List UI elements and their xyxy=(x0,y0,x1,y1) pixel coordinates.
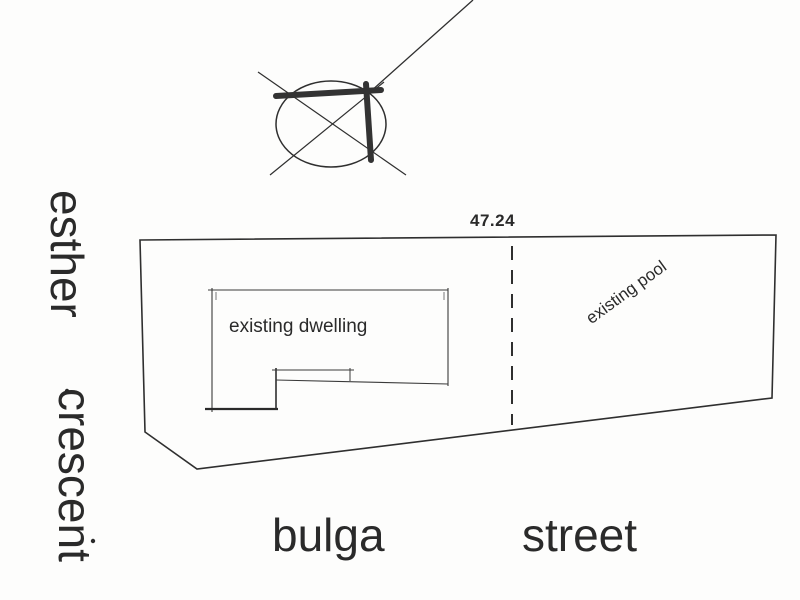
north-point-ellipse xyxy=(275,80,387,168)
dwelling-outline xyxy=(205,288,449,412)
north-point-compass-icon xyxy=(257,0,474,176)
north-point-cross-line-a xyxy=(257,71,407,176)
boundary-dimension-label: 47.24 xyxy=(470,211,516,230)
pencil-mark xyxy=(64,388,70,394)
lot-boundary xyxy=(139,234,777,470)
existing-dwelling-label: existing dwelling xyxy=(229,316,368,337)
front-street-name-word-2: street xyxy=(522,509,638,561)
pencil-mark xyxy=(90,538,96,544)
front-street-name-word-1: bulga xyxy=(272,509,385,561)
north-direction-line xyxy=(369,0,474,93)
side-street-name-word-2: crescent xyxy=(49,388,101,562)
north-point-bar-vertical xyxy=(363,81,374,163)
side-street-name-word-1: esther xyxy=(41,190,93,318)
